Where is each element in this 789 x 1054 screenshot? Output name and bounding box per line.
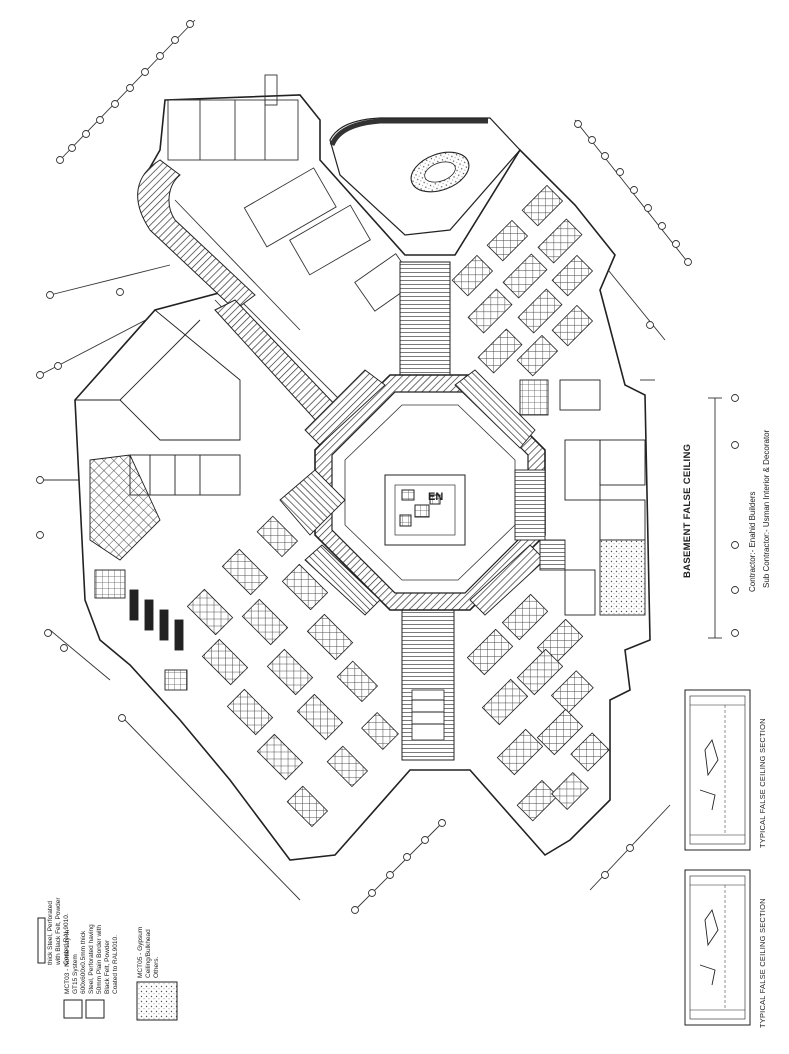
legend-symbol-tile-squares — [63, 999, 83, 1019]
north-corridor — [399, 261, 451, 378]
central-plate-label: EN — [428, 491, 443, 503]
west-block — [73, 309, 241, 691]
legend-tile-text: MCT03 - Nortle Lay-In GT15 System 600x60… — [64, 924, 119, 994]
section-caption-1: TYPICAL FALSE CEILING SECTION — [758, 718, 767, 848]
drawing-title: BASEMENT FALSE CEILING — [682, 443, 693, 578]
central-atrium — [314, 374, 546, 611]
legend-symbol-gypsum-dots — [136, 981, 178, 1021]
southeast-wing — [466, 593, 610, 822]
southwest-wing — [186, 515, 399, 828]
legend-gypsum-text: MCT05 - Gypsum Ceiling/Bulkhead Others. — [137, 926, 160, 978]
title-block-bubbles — [731, 394, 739, 637]
north-court — [329, 117, 521, 236]
grid-bubbles-northeast — [574, 120, 692, 329]
legend-symbols — [37, 917, 178, 1021]
section-detail-2 — [684, 869, 751, 1026]
section-detail-1 — [684, 689, 751, 851]
contractor-line: Contractor:- Enahid Builders — [748, 491, 757, 593]
legend-symbol-perforated-strip — [37, 917, 46, 964]
section-caption-2: TYPICAL FALSE CEILING SECTION — [758, 898, 767, 1028]
grid-bubbles-northwest — [36, 20, 194, 722]
east-block — [514, 379, 646, 616]
grid-bubbles-southeast — [351, 819, 634, 914]
sub-contractor-line: Sub Contractor:- Usman Interior & Decora… — [762, 429, 771, 588]
northeast-wing — [451, 184, 594, 377]
title-block-frame — [708, 397, 722, 639]
